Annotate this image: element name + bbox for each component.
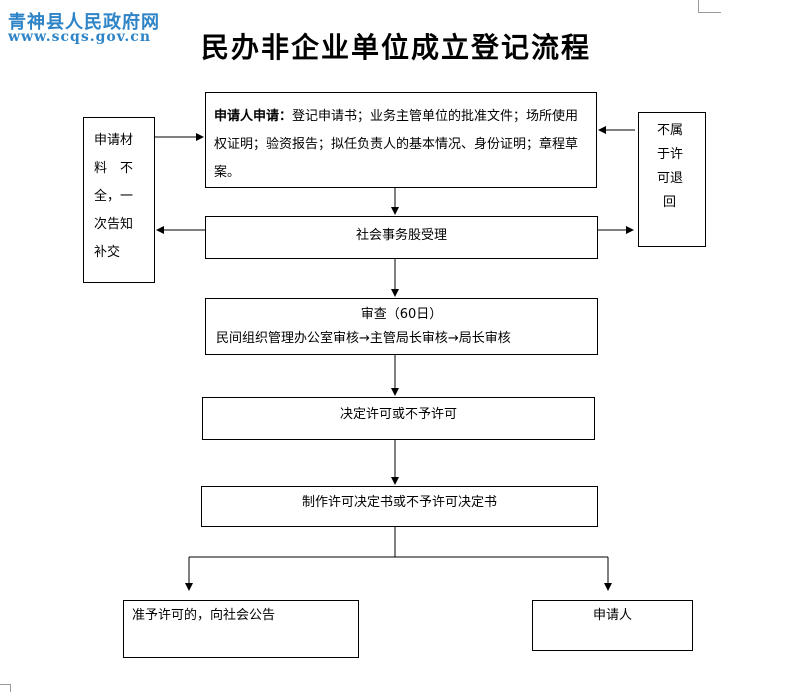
produce-text: 制作许可决定书或不予许可决定书 [301, 495, 497, 510]
applicant-text: 申请人 [592, 608, 632, 623]
decide-box: 决定许可或不予许可 [202, 397, 595, 440]
reject-box: 不属 于许 可退 回 [638, 112, 706, 247]
apply-label: 申请人申请： [214, 109, 293, 124]
incomplete-line: 补交 [94, 245, 121, 260]
reject-line: 不属 [657, 123, 684, 138]
site-name-watermark: 青神县人民政府网 [8, 12, 160, 33]
accept-text: 社会事务股受理 [355, 228, 447, 243]
apply-text: 登记申请书；业务主管单位的批准文件；场所使用权证明；验资报告；拟任负责人的基本情… [214, 109, 579, 180]
apply-box: 申请人申请：登记申请书；业务主管单位的批准文件；场所使用权证明；验资报告；拟任负… [205, 92, 597, 188]
announce-text: 准予许可的，向社会公告 [132, 608, 276, 623]
reject-line: 回 [663, 195, 677, 210]
reject-line: 可退 [657, 171, 684, 186]
incomplete-box: 申请材 料 不 全，一 次告知 补交 [83, 117, 155, 283]
decide-text: 决定许可或不予许可 [339, 407, 457, 422]
site-url-watermark: www.scqs.gov.cn [8, 29, 152, 45]
incomplete-line: 申请材 [94, 133, 134, 148]
review-box: 审查（60日） 民间组织管理办公室审核→主管局长审核→局长审核 [205, 298, 598, 355]
incomplete-line: 全，一 [94, 189, 134, 204]
review-steps: 民间组织管理办公室审核→主管局长审核→局长审核 [216, 331, 511, 346]
reject-line: 于许 [657, 147, 684, 162]
announce-box: 准予许可的，向社会公告 [123, 600, 359, 658]
page-corner-mark-left [0, 684, 11, 692]
accept-box: 社会事务股受理 [205, 216, 598, 259]
page-corner-mark-right [698, 0, 721, 13]
incomplete-line: 次告知 [94, 217, 134, 232]
incomplete-line: 料 不 [94, 161, 134, 176]
diagram-title: 民办非企业单位成立登记流程 [200, 31, 591, 64]
produce-box: 制作许可决定书或不予许可决定书 [201, 486, 598, 527]
applicant-box: 申请人 [532, 600, 693, 651]
review-title: 审查（60日） [360, 307, 443, 322]
